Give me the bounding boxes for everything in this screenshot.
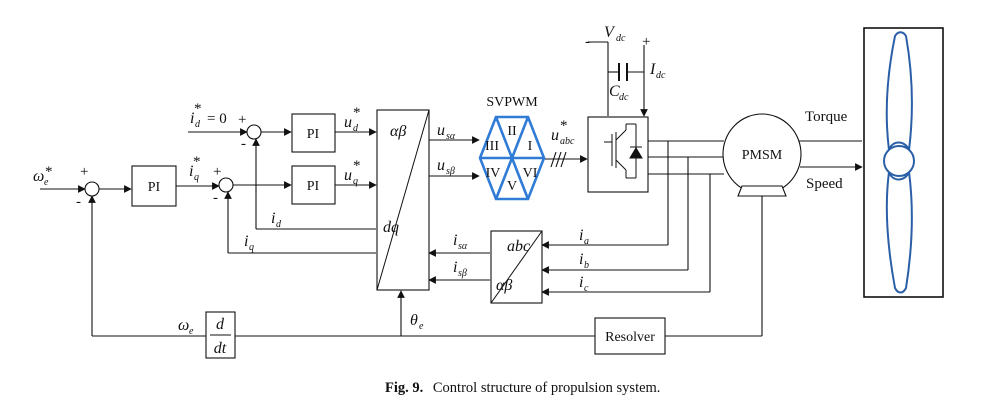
usa-sub: sα (446, 131, 456, 142)
pi-d-block (291, 113, 336, 153)
id-ref-sub: d (195, 119, 201, 130)
sum-junction-speed (84, 181, 100, 197)
bus-slash-2 (555, 151, 562, 168)
iq-fb-label: i (244, 233, 248, 250)
usb-label: u (437, 157, 445, 174)
uq-ref-label: u (344, 167, 352, 184)
isb-label: i (453, 259, 457, 276)
pi-q-block (291, 165, 336, 205)
id-fb-sub: d (276, 219, 282, 230)
uabc-label: u (551, 127, 559, 144)
id-ref-value: = 0 (207, 111, 227, 127)
iq-ref-sub: q (194, 172, 199, 183)
ud-ref-star: * (353, 105, 361, 121)
vdc-minus: - (585, 34, 590, 50)
omega-fb-label: ω (178, 317, 189, 334)
park-transform-diagonal (376, 109, 430, 291)
park-label-dq: dq (383, 219, 399, 236)
bus-slash-1 (550, 151, 557, 168)
id-ref-star: * (194, 101, 202, 117)
theta-sub: e (419, 321, 424, 332)
svpwm-hexagon (478, 115, 546, 201)
sum-id-plus: + (238, 112, 246, 128)
clarke-transform-diagonal (490, 230, 543, 304)
derivative-denominator: dt (214, 340, 227, 357)
resolver-block (594, 317, 666, 355)
sum-iq-minus: - (213, 190, 218, 206)
isa-sub: sα (458, 241, 468, 252)
ic-sub: c (584, 283, 589, 294)
ud-ref-label: u (344, 114, 352, 131)
pi-d-label: PI (307, 127, 320, 142)
theta-label: θ (410, 312, 418, 329)
isb-sub: sβ (458, 268, 467, 279)
sum-iq-plus: + (213, 164, 221, 180)
iq-ref-star: * (193, 154, 201, 170)
sum-junction-id (246, 124, 262, 140)
pi-q-label: PI (307, 179, 320, 194)
resolver-label: Resolver (605, 330, 655, 345)
pmsm-label: PMSM (742, 148, 783, 163)
figure-caption: Fig. 9. Control structure of propulsion … (385, 380, 660, 396)
igbt-icon (604, 123, 643, 179)
usa-label: u (437, 122, 445, 139)
svpwm-sector-V: V (507, 179, 517, 194)
derivative-numerator: d (216, 316, 225, 333)
clarke-label-abc: abc (507, 238, 530, 255)
svpwm-title: SVPWM (486, 95, 538, 110)
vdc-plus: + (642, 34, 650, 50)
omega-ref-sub: e (44, 177, 49, 188)
svpwm-sector-IV: IV (486, 166, 501, 181)
vdc-sub: dc (616, 33, 626, 44)
sum-junction-iq (218, 177, 234, 193)
omega-fb-sub: e (189, 326, 194, 337)
pmsm-base (737, 185, 787, 197)
iq-ref-label: i (189, 163, 193, 180)
iq-fb-sub: q (249, 242, 254, 253)
uabc-sub: abc (560, 136, 575, 147)
uq-ref-sub: q (353, 176, 358, 187)
idc-label: I (649, 61, 656, 78)
svpwm-sector-II: II (507, 124, 517, 139)
isa-label: i (453, 232, 457, 249)
vdc-label: V (604, 24, 616, 41)
ib-label: i (579, 251, 583, 268)
idc-sub: dc (656, 70, 666, 81)
cdc-sub: dc (619, 92, 629, 103)
ia-label: i (579, 227, 583, 244)
clarke-label-alphabeta: αβ (496, 277, 512, 294)
sum1-plus: + (80, 164, 88, 180)
capacitor-icon (618, 63, 628, 81)
svpwm-sector-VI: VI (523, 166, 538, 181)
id-fb-label: i (271, 210, 275, 227)
bus-slash-3 (560, 151, 567, 168)
speed-label: Speed (806, 176, 843, 192)
uq-ref-star: * (353, 158, 361, 174)
svpwm-sector-III: III (485, 139, 499, 154)
caption-label: Fig. 9. (385, 380, 423, 396)
sum1-minus: - (76, 194, 81, 210)
park-label-alphabeta: αβ (390, 123, 406, 140)
ia-sub: a (584, 236, 589, 247)
ud-ref-sub: d (353, 123, 359, 134)
ib-sub: b (584, 260, 589, 271)
svpwm-sector-I: I (528, 139, 533, 154)
omega-ref-label: ω (33, 168, 44, 185)
pi-speed-label: PI (148, 180, 161, 195)
cdc-label: C (609, 83, 620, 100)
propeller-icon (883, 31, 915, 294)
caption-text: Control structure of propulsion system. (433, 380, 661, 396)
omega-ref-star: * (45, 164, 53, 180)
uabc-star: * (560, 118, 568, 134)
sum-id-minus: - (241, 136, 246, 152)
pi-speed-block (131, 165, 177, 207)
ic-label: i (579, 274, 583, 291)
usb-sub: sβ (446, 166, 455, 177)
id-ref-label: i (190, 110, 194, 127)
torque-label: Torque (805, 109, 848, 125)
